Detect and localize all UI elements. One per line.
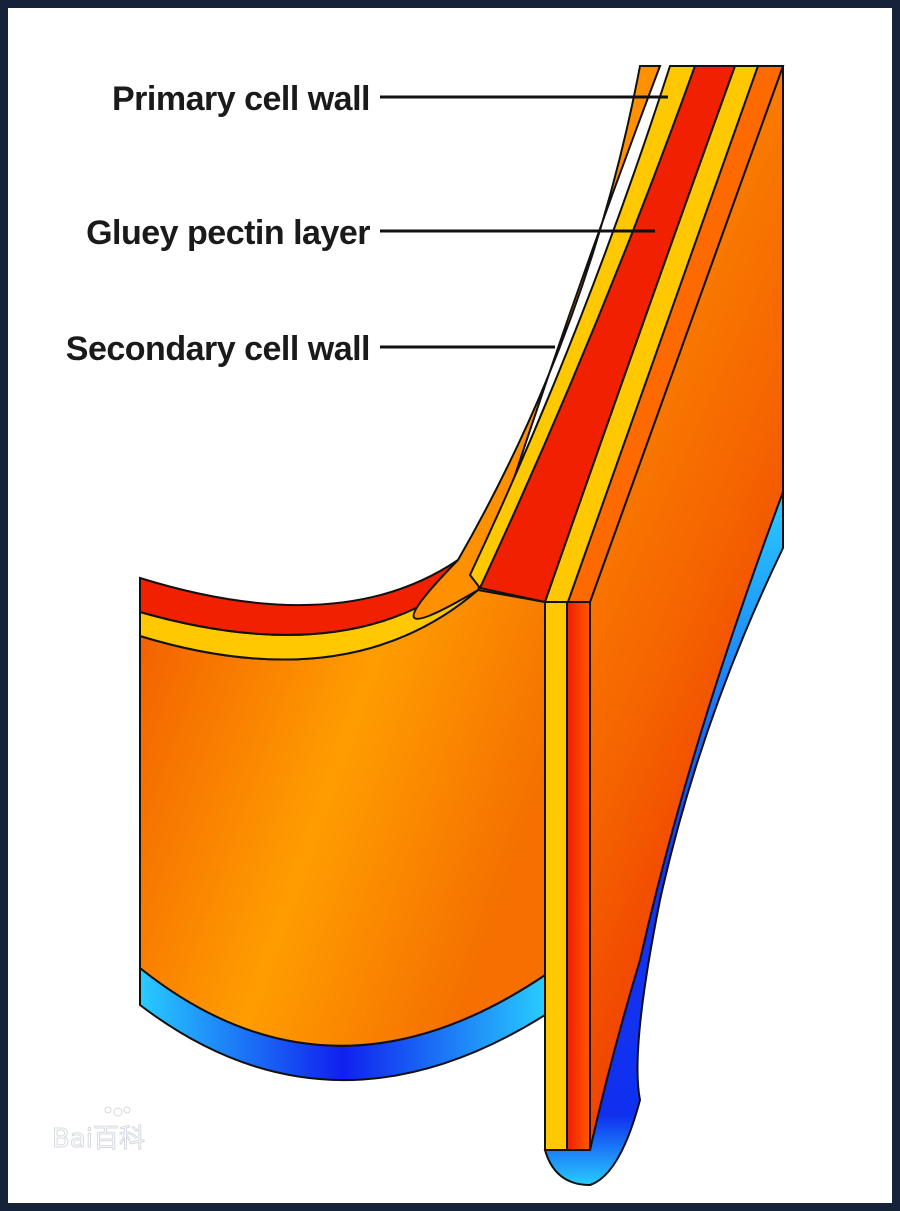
label-secondary-cell-wall: Secondary cell wall — [66, 330, 370, 368]
label-primary-cell-wall: Primary cell wall — [112, 80, 370, 118]
watermark-text: Bai百科 — [52, 1124, 145, 1154]
curved-front-body — [140, 590, 545, 1046]
baidu-watermark: Bai百科 — [52, 1107, 145, 1154]
front-strip-yellow — [545, 602, 567, 1150]
label-gluey-pectin-layer: Gluey pectin layer — [86, 214, 370, 252]
front-strip-red — [567, 602, 590, 1150]
